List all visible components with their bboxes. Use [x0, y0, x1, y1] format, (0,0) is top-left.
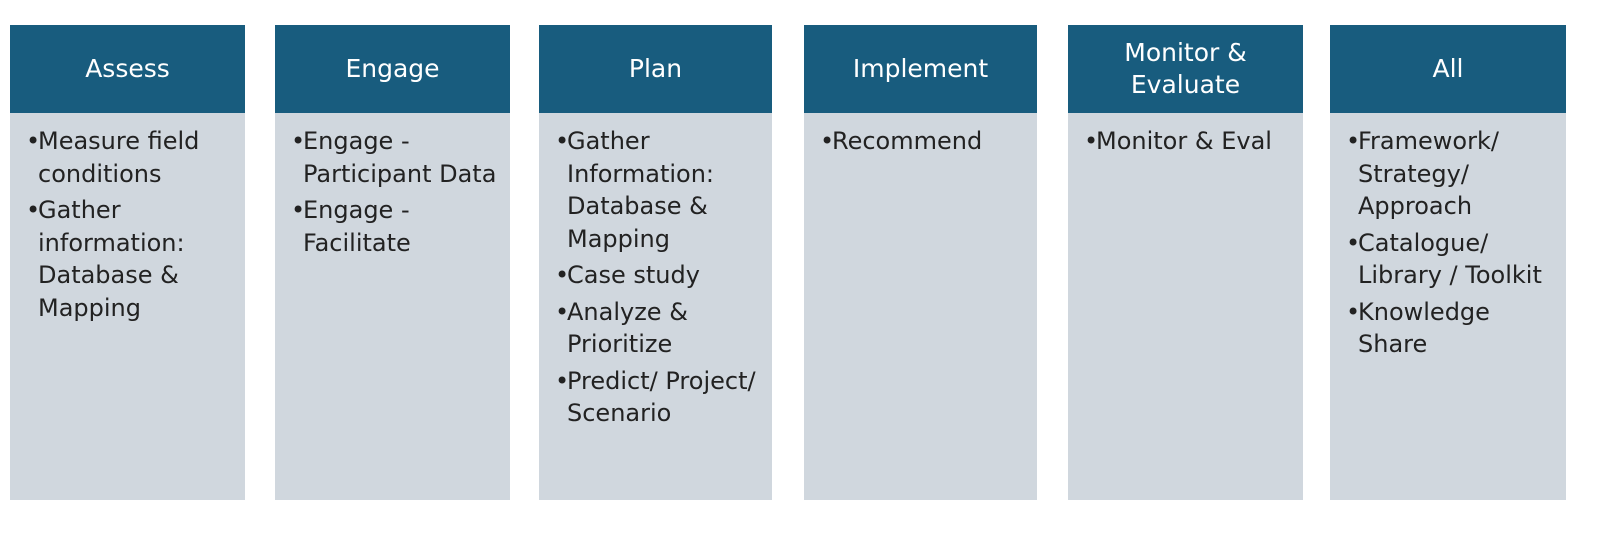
list-item: •Gather Information: Database & Mapping [555, 125, 768, 255]
list-item: •Analyze & Prioritize [555, 296, 768, 361]
list-item: •Predict/ Project/ Scenario [555, 365, 768, 430]
list-item: •Knowledge Share [1346, 296, 1562, 361]
bullet-icon: • [291, 196, 306, 224]
list-item: •Case study [555, 259, 768, 292]
list-item-text: Monitor & Eval [1096, 127, 1272, 155]
item-list: •Framework/ Strategy/ Approach•Catalogue… [1330, 113, 1566, 361]
bullet-icon: • [1346, 127, 1361, 155]
column-title-line: Assess [85, 54, 170, 83]
list-item-text: Case study [567, 261, 700, 289]
list-item: •Gather information: Database & Mapping [26, 194, 241, 324]
list-item-text: Recommend [832, 127, 983, 155]
item-list: •Engage - Participant Data•Engage - Faci… [275, 113, 510, 259]
column-title: Monitor & Evaluate [1124, 37, 1246, 101]
bullet-icon: • [291, 127, 306, 155]
list-item: •Measure field conditions [26, 125, 241, 190]
column-title: Implement [853, 53, 988, 85]
column-title-line: Implement [852, 54, 989, 83]
column-all: All •Framework/ Strategy/ Approach•Catal… [1330, 25, 1566, 500]
item-list: •Monitor & Eval [1068, 113, 1303, 158]
column-assess: Assess •Measure field conditions•Gather … [10, 25, 245, 500]
column-engage: Engage •Engage - Participant Data•Engage… [275, 25, 510, 500]
column-title: Plan [629, 53, 682, 85]
list-item: •Recommend [820, 125, 1033, 158]
column-title-line: Monitor & [1124, 38, 1247, 67]
list-item: •Catalogue/ Library / Toolkit [1346, 227, 1562, 292]
bullet-icon: • [555, 297, 570, 326]
bullet-icon: • [1346, 297, 1361, 326]
column-title-line: Plan [628, 54, 683, 83]
bullet-icon: • [1084, 127, 1099, 155]
list-item-text: Engage - Facilitate [303, 196, 411, 257]
list-item-text: Predict/ Project/ Scenario [567, 366, 756, 428]
column-header: Monitor & Evaluate [1068, 25, 1303, 113]
column-plan: Plan •Gather Information: Database & Map… [539, 25, 772, 500]
column-header: Implement [804, 25, 1037, 113]
column-title-line: All [1432, 54, 1464, 83]
list-item-text: Knowledge Share [1358, 297, 1490, 359]
column-header: Assess [10, 25, 245, 113]
bullet-icon: • [555, 127, 570, 155]
column-title-line: Evaluate [1130, 70, 1241, 99]
bullet-icon: • [26, 127, 41, 155]
list-item: •Monitor & Eval [1084, 125, 1299, 158]
list-item-text: Catalogue/ Library / Toolkit [1358, 228, 1542, 290]
list-item: •Engage - Participant Data [291, 125, 506, 190]
bullet-icon: • [555, 366, 570, 395]
column-header: All [1330, 25, 1566, 113]
column-header: Plan [539, 25, 772, 113]
item-list: •Gather Information: Database & Mapping•… [539, 113, 772, 430]
bullet-icon: • [1346, 228, 1361, 257]
item-list: •Measure field conditions•Gather informa… [10, 113, 245, 324]
column-title: All [1433, 53, 1464, 85]
column-header: Engage [275, 25, 510, 113]
bullet-icon: • [26, 196, 41, 224]
list-item-text: Gather Information: Database & Mapping [567, 127, 715, 253]
column-monitor-evaluate: Monitor & Evaluate •Monitor & Eval [1068, 25, 1303, 500]
column-implement: Implement •Recommend [804, 25, 1037, 500]
column-title: Assess [85, 53, 170, 85]
list-item-text: Measure field conditions [38, 127, 200, 188]
list-item: •Framework/ Strategy/ Approach [1346, 125, 1562, 223]
list-item-text: Analyze & Prioritize [567, 297, 688, 359]
column-title: Engage [345, 53, 439, 85]
list-item-text: Framework/ Strategy/ Approach [1358, 127, 1499, 220]
column-title-line: Engage [345, 54, 440, 83]
list-item-text: Gather information: Database & Mapping [38, 196, 185, 322]
list-item: •Engage - Facilitate [291, 194, 506, 259]
bullet-icon: • [820, 127, 835, 155]
list-item-text: Engage - Participant Data [303, 127, 497, 188]
item-list: •Recommend [804, 113, 1037, 158]
bullet-icon: • [555, 261, 570, 289]
